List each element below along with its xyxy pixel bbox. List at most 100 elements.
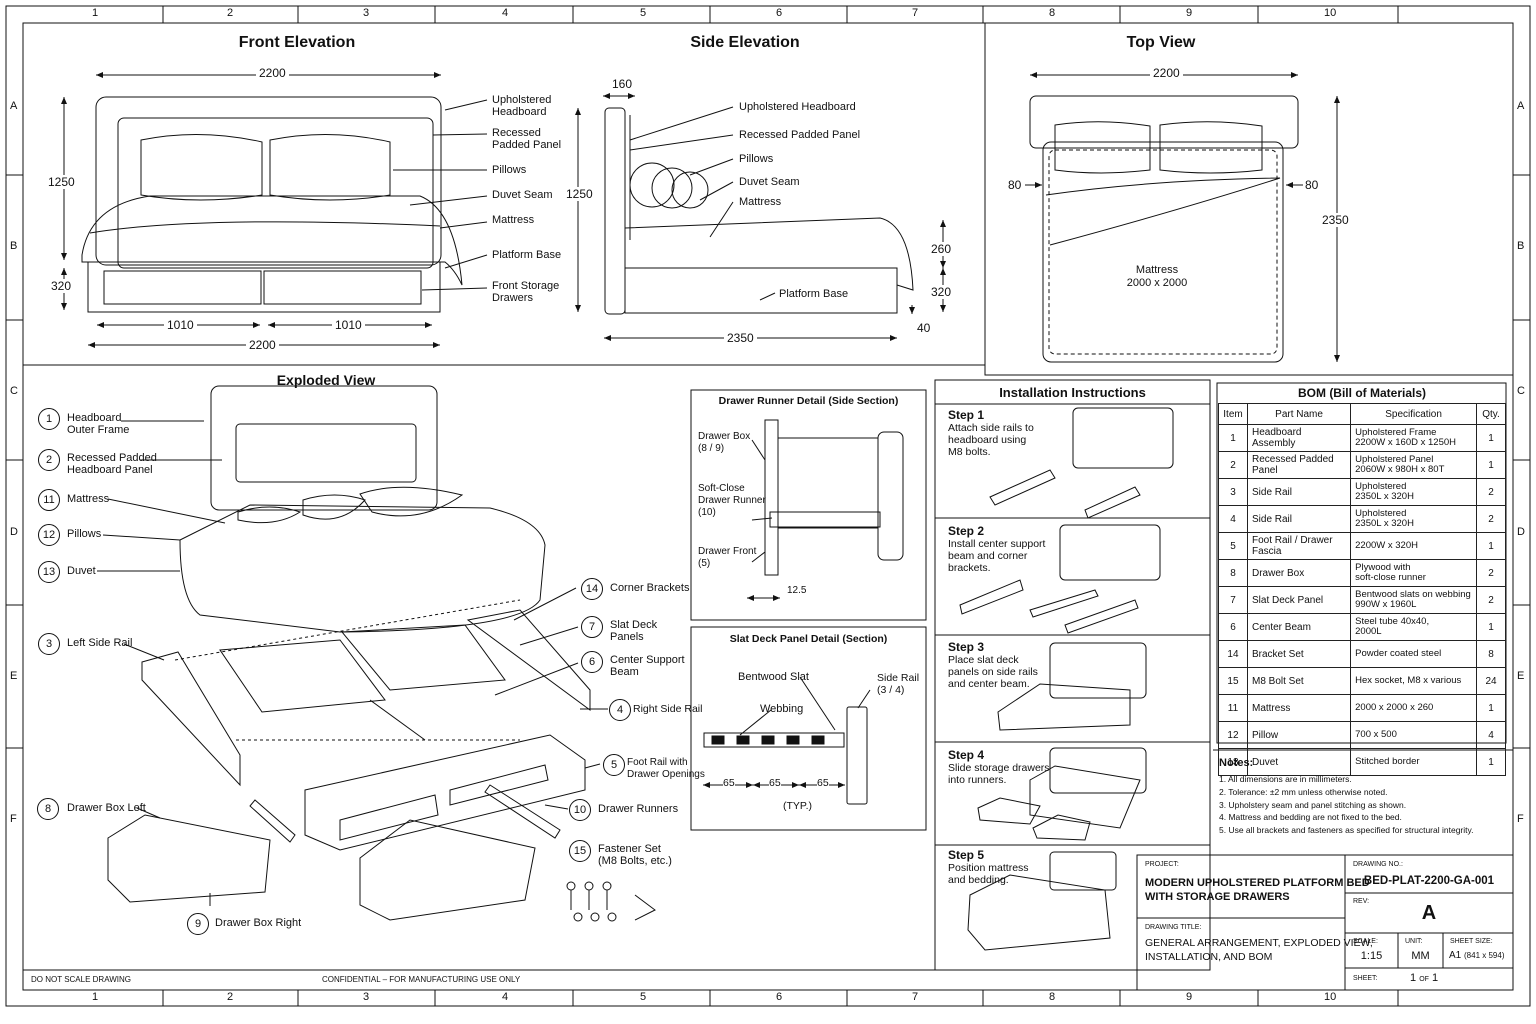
- front-callout-mattress: Mattress: [492, 214, 535, 226]
- bom-part-name: Duvet: [1246, 748, 1352, 776]
- runner-label-soft-close: Soft-Close Drawer Runner (10): [698, 483, 766, 518]
- top-dim-left: 80: [1008, 178, 1022, 192]
- grid-col-label: 1: [92, 7, 99, 19]
- bom-item: 15: [1218, 667, 1248, 695]
- step-title: Step 2: [948, 524, 985, 538]
- side-dim-length: 2350: [724, 331, 757, 345]
- grid-col-label: 9: [1186, 7, 1193, 19]
- side-elevation-drawing: [575, 93, 946, 341]
- front-dim-height: 1250: [48, 175, 75, 189]
- installation-sketches: [959, 407, 1174, 951]
- part-number-badge: 9: [187, 913, 209, 935]
- part-number-badge: 15: [569, 840, 591, 862]
- grid-col-label: 8: [1049, 7, 1056, 19]
- side-callout-mattress: Mattress: [739, 196, 782, 208]
- grid-row-label: F: [10, 813, 17, 825]
- grid-col-label: 4: [502, 7, 509, 19]
- part-number-badge: 12: [38, 524, 60, 546]
- slat-detail-title: Slat Deck Panel Detail (Section): [729, 633, 888, 645]
- bom-part-name: Drawer Box: [1246, 559, 1352, 587]
- side-dim-base: 320: [931, 285, 952, 299]
- bom-part-name: Side Rail: [1246, 505, 1352, 533]
- front-callout-drawers: Front Storage Drawers: [492, 280, 560, 304]
- part-label: Center Support Beam: [610, 654, 685, 678]
- note-item: 1. All dimensions are in millimeters.: [1219, 774, 1352, 784]
- part-label: Recessed Padded Headboard Panel: [67, 452, 157, 476]
- sheet-count: 1 OF 1: [1410, 972, 1438, 984]
- unit-value: MM: [1411, 950, 1430, 962]
- front-dim-base: 320: [51, 279, 72, 293]
- front-dim-width: 2200: [256, 66, 289, 80]
- install-step-1: Step 1 Attach side rails to headboard us…: [948, 408, 1034, 458]
- grid-col-label: 4: [502, 991, 509, 1003]
- bom-item: 2: [1218, 451, 1248, 479]
- bom-item: 7: [1218, 586, 1248, 614]
- bom-part-name: Slat Deck Panel: [1246, 586, 1352, 614]
- install-step-5: Step 5 Position mattress and bedding.: [948, 848, 1029, 886]
- sheet-number: 1: [1410, 972, 1417, 984]
- bom-item: 5: [1218, 532, 1248, 560]
- note-item: 2. Tolerance: ±2 mm unless otherwise not…: [1219, 786, 1388, 797]
- bom-title: BOM (Bill of Materials): [1297, 386, 1426, 400]
- top-dim-length: 2350: [1322, 213, 1349, 227]
- grid-row-label: E: [1517, 670, 1525, 682]
- part-label: Drawer Runners: [598, 803, 679, 815]
- slat-typ-label: (TYP.): [783, 800, 812, 812]
- bom-specification: Upholstered Frame 2200W x 160D x 1250H: [1350, 424, 1478, 452]
- bom-col-specification: Specification: [1350, 403, 1478, 425]
- project-label: PROJECT:: [1145, 861, 1179, 868]
- bom-item: 4: [1218, 505, 1248, 533]
- notes-list: 1. All dimensions are in millimeters. 2.…: [1219, 773, 1474, 837]
- sheet-size: A1: [1449, 950, 1462, 961]
- bom-part-name: M8 Bolt Set: [1246, 667, 1352, 695]
- part-label: Foot Rail with Drawer Openings: [627, 757, 705, 780]
- slat-label-webbing: Webbing: [760, 703, 804, 715]
- bom-part-name: Recessed Padded Panel: [1246, 451, 1352, 479]
- bom-qty: 24: [1476, 667, 1506, 695]
- bom-col-item: Item: [1218, 403, 1248, 425]
- front-callout-panel: Recessed Padded Panel: [492, 127, 562, 151]
- bom-part-name: Side Rail: [1246, 478, 1352, 506]
- part-label: Duvet: [67, 565, 96, 577]
- bom-specification: Stitched border: [1350, 748, 1478, 776]
- grid-col-label: 3: [363, 7, 370, 19]
- bom-qty: 1: [1476, 694, 1506, 722]
- step-description: Install center support beam and corner b…: [948, 538, 1046, 574]
- drawing-number: BED-PLAT-2200-GA-001: [1363, 875, 1495, 887]
- note-item: 3. Upholstery seam and panel stitching a…: [1219, 799, 1407, 810]
- sheet-total: 1: [1431, 972, 1439, 984]
- grid-row-label: B: [1517, 240, 1525, 252]
- grid-row-label: C: [10, 385, 18, 397]
- drawing-title-label: DRAWING TITLE:: [1145, 924, 1202, 931]
- sheet-border-outer: [5, 5, 1531, 1007]
- step-description: Position mattress and bedding.: [948, 862, 1029, 886]
- install-step-3: Step 3 Place slat deck panels on side ra…: [948, 640, 1038, 690]
- installation-frame: [934, 379, 1211, 971]
- bom-col-qty: Qty.: [1476, 403, 1506, 425]
- part-number-badge: 11: [38, 489, 60, 511]
- bom-item: 6: [1218, 613, 1248, 641]
- side-callout-panel: Recessed Padded Panel: [739, 129, 861, 141]
- sheet-size-value: A1 (841 x 594): [1449, 950, 1504, 961]
- runner-label-drawer-box: Drawer Box (8 / 9): [698, 431, 751, 454]
- grid-col-label: 3: [363, 991, 370, 1003]
- bom-header-row: Item Part Name Specification Qty.: [1218, 403, 1506, 425]
- bom-part-name: Center Beam: [1246, 613, 1352, 641]
- drawing-no-label: DRAWING NO.:: [1353, 861, 1403, 868]
- part-label: Pillows: [67, 528, 102, 540]
- grid-column-ticks: [162, 6, 1399, 1006]
- grid-col-label: 5: [640, 991, 647, 1003]
- grid-col-label: 9: [1186, 991, 1193, 1003]
- bom-specification: Upholstered 2350L x 320H: [1350, 505, 1478, 533]
- part-label: Corner Brackets: [610, 582, 690, 594]
- install-step-4: Step 4 Slide storage drawers into runner…: [948, 748, 1050, 786]
- bom-specification: Upholstered 2350L x 320H: [1350, 478, 1478, 506]
- slat-spacing-3: 65: [817, 777, 829, 789]
- sheet-label: SHEET:: [1353, 975, 1378, 982]
- bom-qty: 1: [1476, 613, 1506, 641]
- note-item: 5. Use all brackets and fasteners as spe…: [1219, 825, 1474, 836]
- bom-item: 8: [1218, 559, 1248, 587]
